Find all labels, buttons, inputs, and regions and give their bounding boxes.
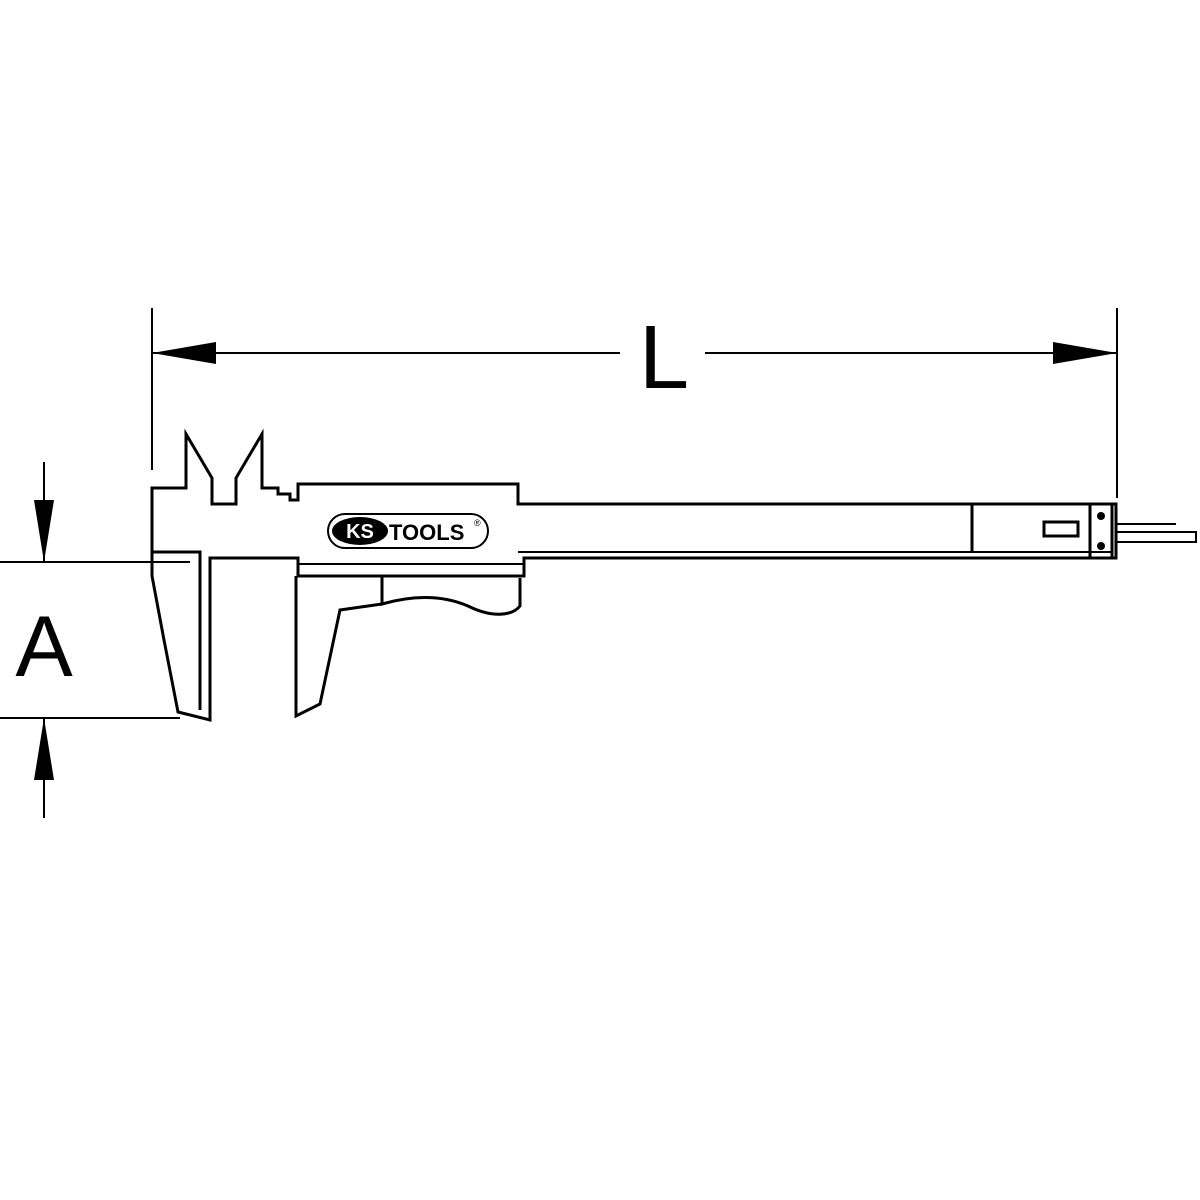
logo-tools-text: TOOLS bbox=[389, 520, 464, 545]
height-label: A bbox=[15, 599, 73, 695]
rivet-icon bbox=[1097, 512, 1105, 520]
arrowhead-down-icon bbox=[34, 500, 54, 562]
arrowhead-left-icon bbox=[152, 342, 216, 364]
movable-jaw bbox=[294, 576, 384, 719]
dimension-height: A bbox=[0, 462, 190, 818]
logo-registered-mark: ® bbox=[474, 518, 481, 528]
scale-window bbox=[1042, 520, 1080, 538]
rivet-icon-2 bbox=[1097, 542, 1105, 550]
ks-tools-logo: KS TOOLS ® bbox=[327, 513, 489, 549]
logo-ks-badge bbox=[332, 517, 388, 545]
end-cap bbox=[1088, 502, 1118, 560]
thumb-grip bbox=[380, 578, 522, 616]
arrowhead-up-icon bbox=[34, 718, 54, 780]
vernier-caliper: KS TOOLS ® bbox=[150, 428, 1197, 722]
dimension-length: L bbox=[151, 308, 1118, 498]
fixed-jaw-inner bbox=[152, 550, 202, 710]
logo-ks-text: KS bbox=[346, 521, 374, 543]
arrowhead-right-icon bbox=[1053, 342, 1117, 364]
caliper-beam-outline bbox=[150, 428, 1114, 722]
length-label: L bbox=[639, 308, 689, 408]
depth-rod bbox=[1116, 531, 1197, 543]
